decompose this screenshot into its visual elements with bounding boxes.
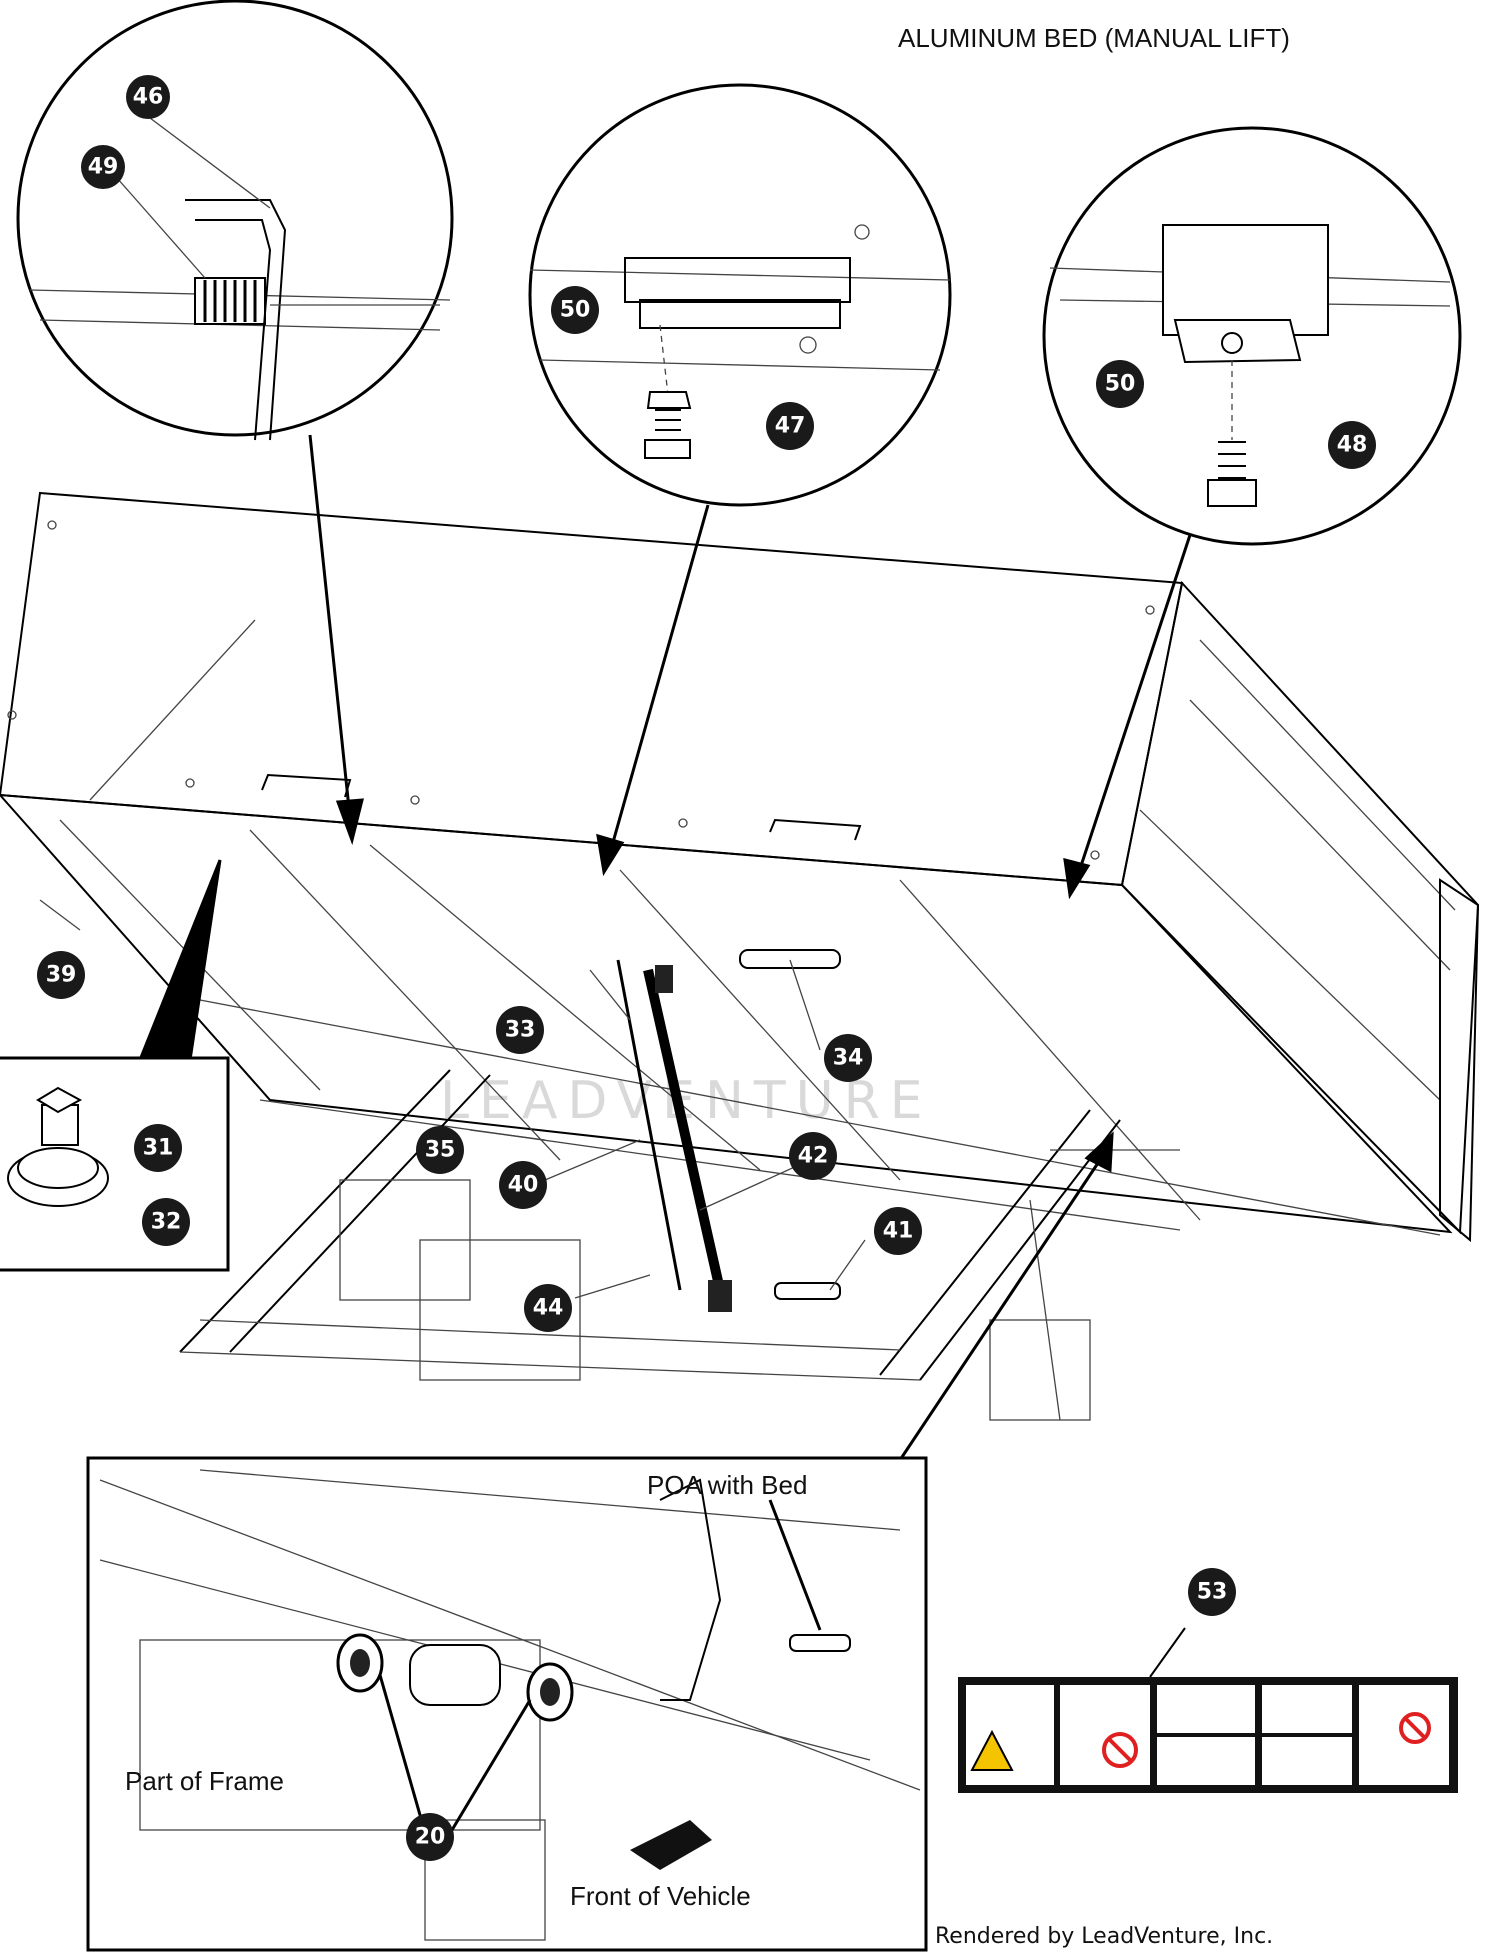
callout-31: 31 — [134, 1124, 182, 1172]
gas-strut — [616, 949, 841, 1312]
svg-text:39: 39 — [46, 963, 77, 988]
svg-text:50: 50 — [1105, 372, 1136, 397]
svg-text:44: 44 — [533, 1296, 564, 1321]
callout-33: 33 — [496, 1006, 544, 1054]
inset-bumper — [0, 1056, 230, 1272]
svg-text:20: 20 — [415, 1825, 446, 1850]
callout-42: 42 — [789, 1132, 837, 1180]
svg-text:40: 40 — [508, 1173, 539, 1198]
detail-circle-hinge — [528, 83, 952, 507]
svg-text:34: 34 — [833, 1046, 864, 1071]
callout-44: 44 — [524, 1284, 572, 1332]
svg-text:41: 41 — [883, 1219, 914, 1244]
svg-text:31: 31 — [143, 1136, 174, 1161]
svg-text:53: 53 — [1197, 1580, 1228, 1605]
detail-circle-spring — [16, 0, 454, 441]
diagram-title: ALUMINUM BED (MANUAL LIFT) — [898, 23, 1290, 53]
svg-text:42: 42 — [798, 1144, 829, 1169]
footer-credit: Rendered by LeadVenture, Inc. — [935, 1924, 1273, 1949]
callout-20: 20 — [406, 1813, 454, 1861]
callouts: 46 49 50 47 50 48 39 33 34 31 32 35 40 4… — [37, 75, 1376, 1861]
front-of-vehicle-label: Front of Vehicle — [570, 1881, 751, 1911]
callout-32: 32 — [142, 1198, 190, 1246]
vehicle-frame — [179, 1069, 1180, 1421]
callout-41: 41 — [874, 1207, 922, 1255]
callout-40: 40 — [499, 1161, 547, 1209]
part-of-frame-label: Part of Frame — [125, 1766, 284, 1796]
svg-text:48: 48 — [1337, 433, 1368, 458]
detail-circle-pad — [1042, 126, 1462, 546]
callout-50-hinge: 50 — [551, 286, 599, 334]
callout-49: 49 — [81, 145, 125, 189]
callout-47: 47 — [766, 402, 814, 450]
svg-text:49: 49 — [88, 155, 119, 180]
poa-with-bed-label: POA with Bed — [647, 1470, 807, 1500]
callout-50-pad: 50 — [1096, 360, 1144, 408]
inset-pivot: POA with Bed Part of Frame Front of Vehi… — [86, 1456, 928, 1952]
callout-leaders — [39, 899, 866, 1299]
callout-34: 34 — [824, 1034, 872, 1082]
svg-text:32: 32 — [151, 1210, 182, 1235]
leader-arrows — [137, 434, 1192, 1461]
callout-46: 46 — [126, 75, 170, 119]
callout-35: 35 — [416, 1126, 464, 1174]
callout-39: 39 — [37, 951, 85, 999]
callout-53: 53 — [1188, 1568, 1236, 1616]
svg-text:47: 47 — [775, 414, 806, 439]
svg-text:33: 33 — [505, 1018, 536, 1043]
warning-decal — [958, 1627, 1458, 1793]
svg-text:50: 50 — [560, 298, 591, 323]
svg-text:46: 46 — [133, 85, 164, 110]
svg-text:35: 35 — [425, 1138, 456, 1163]
callout-48: 48 — [1328, 421, 1376, 469]
